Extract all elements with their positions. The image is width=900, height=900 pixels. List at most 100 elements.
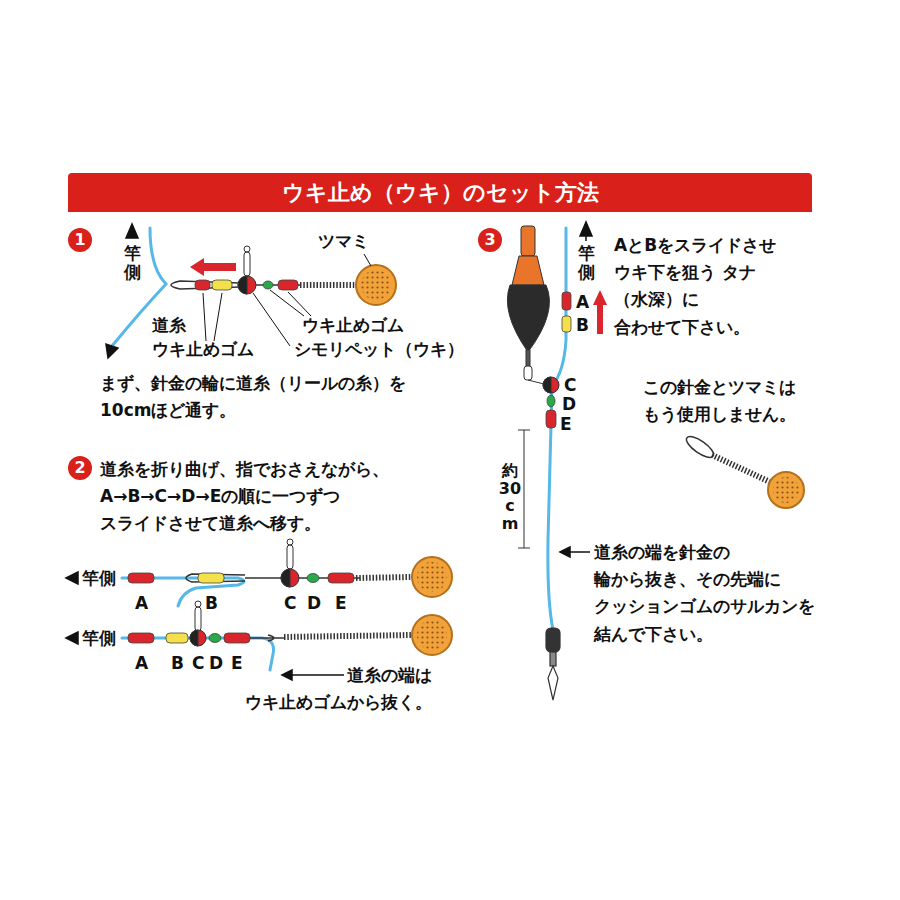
pointer-arrow: [568, 551, 590, 553]
tsumami-knob: [412, 557, 452, 597]
wire-loop: [171, 281, 240, 289]
part-letter: A: [135, 650, 148, 677]
part-letter: D: [307, 590, 321, 617]
dimension-bracket: [518, 430, 530, 431]
part-label: 竿側: [82, 625, 116, 652]
shimori-float: [238, 276, 256, 294]
stopper-beads: [307, 574, 319, 583]
tsumami-knob: [768, 472, 804, 508]
shimori-float: [238, 276, 247, 294]
part-label: シモリペット（ウキ）: [294, 336, 464, 363]
shimori-float: [190, 246, 559, 646]
tsumami-knob: [773, 477, 799, 503]
pointer-arrow: [282, 670, 292, 680]
wire-loop: [250, 635, 284, 641]
part-letter: E: [335, 590, 347, 617]
part-label: ウキ止めゴム: [152, 336, 254, 363]
main-float: [528, 380, 544, 384]
vertical-label: 竿側: [578, 244, 595, 281]
callout-circle: 3: [478, 228, 502, 252]
shimori-float: [244, 252, 250, 276]
shimori-float: [244, 246, 250, 252]
part-label: ツマミ: [318, 228, 369, 255]
part-letter: C: [284, 590, 296, 617]
dimension-bracket: [518, 548, 530, 549]
stopper-beads: [166, 633, 188, 643]
part-letter: E: [231, 650, 243, 677]
pointer-arrow: [126, 224, 138, 238]
shimori-float: [281, 569, 299, 587]
shimori-float: [287, 545, 293, 569]
instruction-note: AとBをスライドさせ ウキ下を狙う タナ（水深）に 合わせて下さい。: [614, 232, 784, 341]
stopper-beads: [224, 633, 250, 643]
callout-number: 1: [74, 232, 85, 248]
cushion-swivel: [546, 628, 560, 652]
stopper-beads: [562, 316, 571, 332]
main-float: [526, 350, 530, 367]
stopper-beads: [562, 292, 571, 310]
vertical-label: 竿側: [124, 244, 141, 281]
stopper-beads: [212, 280, 232, 290]
stopper-beads: [546, 410, 556, 428]
stopper-beads: [198, 573, 224, 583]
stopper-beads: [278, 280, 298, 290]
main-float: [521, 226, 535, 256]
instruction-note: まず、針金の輪に道糸（リールの糸）を 10cmほど通す。: [100, 370, 440, 424]
instruction-note: 道糸の端は ウキ止めゴムから抜く。: [222, 662, 432, 716]
leader-line: [203, 293, 206, 341]
title-text: ウキ止め（ウキ）のセット方法: [282, 178, 599, 208]
stopper-beads: [209, 634, 221, 643]
title-band: ウキ止め（ウキ）のセット方法: [68, 173, 812, 212]
pointer-arrow: [66, 222, 592, 680]
wire-loop: [186, 574, 245, 582]
leader-line: [253, 293, 290, 346]
instruction-note: この針金とツマミは もう使用しません。: [632, 374, 807, 428]
part-letter: A: [135, 590, 148, 617]
part-letter: C: [192, 650, 204, 677]
tsumami-knob: [417, 562, 447, 592]
part-letter: B: [205, 590, 218, 617]
cushion-swivel: [546, 628, 560, 700]
stopper-beads: [328, 573, 354, 583]
instruction-note: 道糸の端を針金の 輪から抜き、その先端に クッションゴムのサルカンを 結んで下さ…: [594, 539, 830, 648]
shimori-float: [543, 377, 551, 393]
stopper-beads: [547, 395, 555, 407]
pointer-arrow: [106, 344, 118, 358]
shimori-float: [190, 630, 206, 646]
leader-line: [288, 292, 311, 316]
stopper-beads: [263, 281, 273, 289]
callout-number: 3: [484, 232, 495, 248]
stopper-beads: [128, 633, 154, 643]
instruction-note: 道糸を折り曲げ、指でおさえながら、 A→B→C→D→Eの順に一つずつ スライドさ…: [100, 456, 420, 538]
pointer-arrow: [580, 222, 592, 236]
pointer-arrow: [66, 572, 78, 584]
main-float: [512, 256, 544, 285]
callout-circle: 2: [68, 456, 92, 480]
part-letter: B: [576, 312, 589, 339]
cushion-swivel: [548, 666, 558, 700]
stopper-beads: [128, 573, 154, 583]
part-label: ウキ止めゴム: [302, 312, 404, 339]
direction-arrow: [593, 290, 607, 305]
cushion-swivel: [550, 652, 556, 666]
shimori-float: [281, 569, 290, 587]
leader-line: [364, 254, 371, 266]
dimension-bracket: [524, 430, 525, 548]
spring-wire: [300, 282, 356, 288]
part-letter: B: [171, 650, 184, 677]
part-letter: A: [576, 289, 589, 316]
spring-wire: [712, 455, 770, 482]
spring-wire: [284, 635, 412, 637]
pointer-arrow: [290, 674, 344, 676]
direction-arrow: [597, 304, 603, 334]
main-float: [507, 285, 549, 352]
tsumami-knob: [412, 615, 452, 655]
pointer-arrow: [585, 236, 587, 241]
shimori-float: [543, 377, 559, 393]
main-float: [507, 226, 549, 384]
pointer-arrow: [560, 547, 570, 557]
callout-number: 2: [74, 460, 85, 476]
leader-line: [214, 293, 222, 341]
